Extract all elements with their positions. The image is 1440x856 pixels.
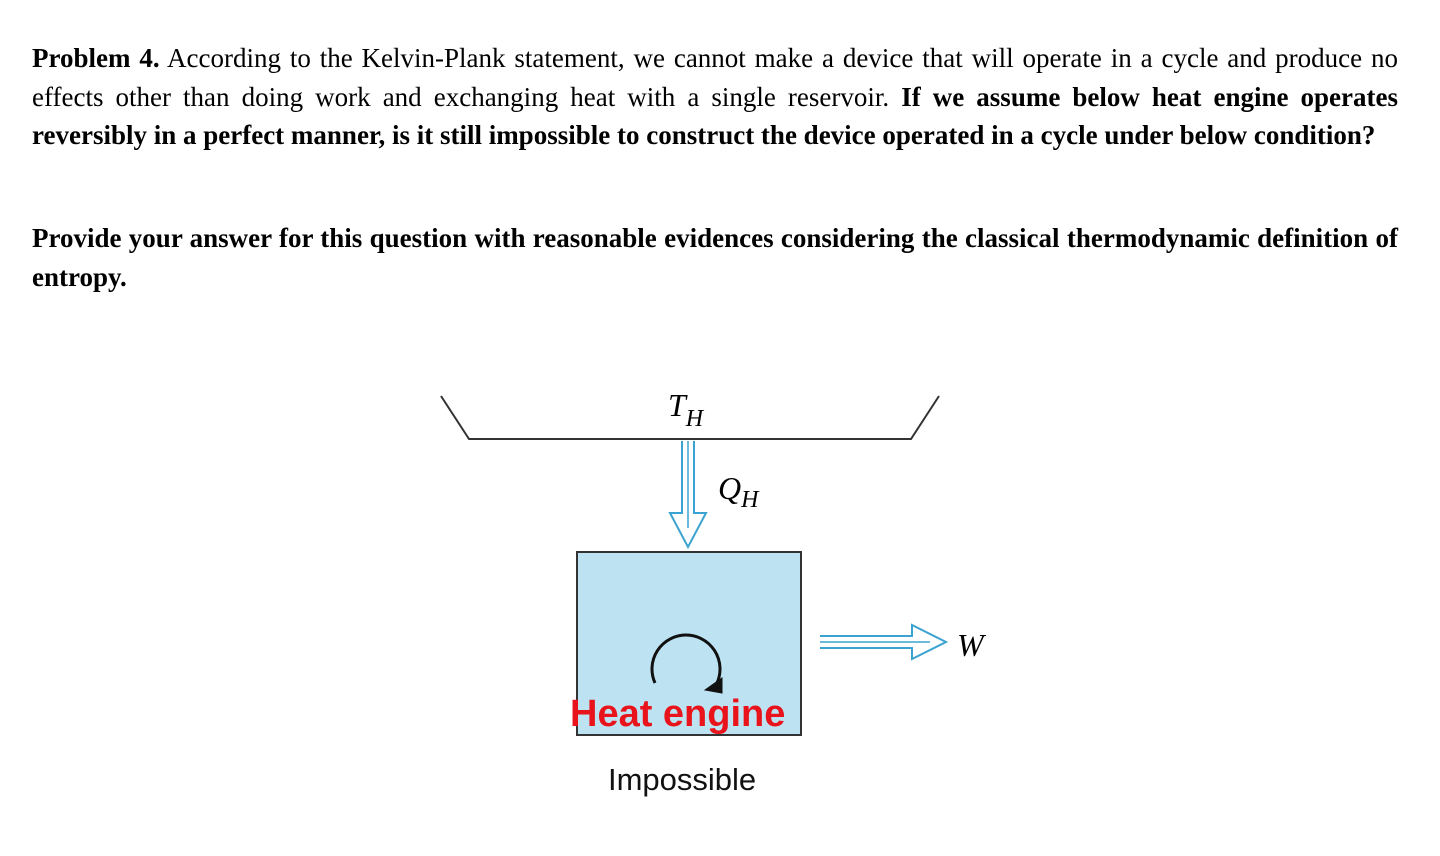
reservoir-label: TH xyxy=(668,387,705,432)
work-label: W xyxy=(957,627,987,663)
heat-flow-arrow xyxy=(668,441,708,550)
engine-box xyxy=(576,551,802,736)
problem-intro: According to the Kelvin-Plank statement,… xyxy=(32,43,1398,112)
cycle-icon xyxy=(650,633,722,684)
problem-instruction: Provide your answer for this question wi… xyxy=(32,223,1398,292)
problem-question: If we assume below heat engine operates … xyxy=(32,81,1398,151)
engine-label: Heat engine xyxy=(570,693,785,735)
diagram-caption: Impossible xyxy=(608,762,756,797)
problem-label: Problem 4. xyxy=(32,43,160,73)
problem-statement: Problem 4. According to the Kelvin-Plank… xyxy=(32,39,1398,155)
reservoir-outline xyxy=(440,395,940,440)
heat-label: QH xyxy=(718,470,760,513)
work-arrow xyxy=(820,623,949,661)
cycle-arrowhead-icon xyxy=(703,677,723,694)
